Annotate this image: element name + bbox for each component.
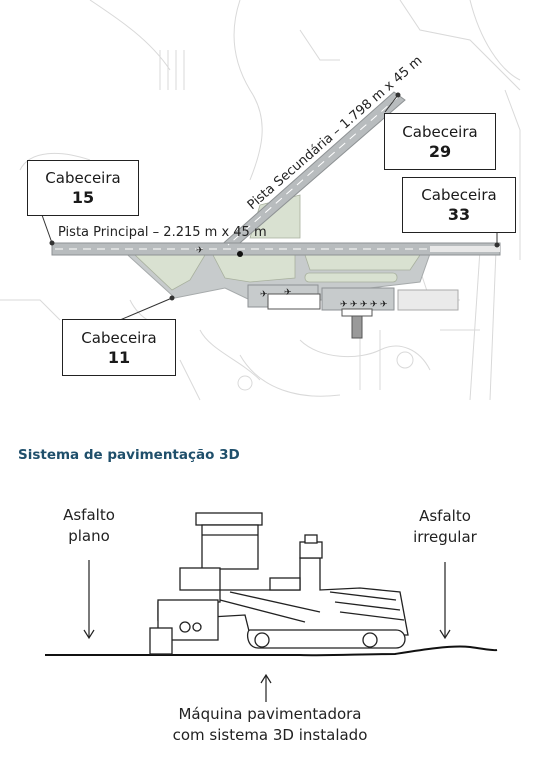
threshold-29-box: Cabeceira 29 bbox=[384, 113, 496, 170]
flat-asphalt-line2: plano bbox=[68, 527, 110, 545]
flat-asphalt-label: Asfalto plano bbox=[47, 505, 131, 547]
svg-text:✈: ✈ bbox=[340, 300, 348, 310]
threshold-11-box: Cabeceira 11 bbox=[62, 319, 176, 376]
svg-text:✈: ✈ bbox=[284, 288, 292, 298]
irregular-asphalt-line1: Asfalto bbox=[419, 507, 471, 525]
paver-caption-line2: com sistema 3D instalado bbox=[172, 726, 368, 744]
paving-machine bbox=[149, 512, 409, 655]
grass-areas bbox=[133, 194, 421, 291]
paver-diagram bbox=[45, 512, 498, 702]
leader-lines bbox=[41, 92, 500, 321]
threshold-15-number: 15 bbox=[71, 188, 95, 207]
threshold-11-number: 11 bbox=[107, 348, 131, 367]
flat-asphalt-line1: Asfalto bbox=[63, 506, 115, 524]
svg-text:✈: ✈ bbox=[350, 300, 358, 310]
threshold-15-box: Cabeceira 15 bbox=[27, 160, 139, 216]
threshold-33-number: 33 bbox=[447, 205, 471, 224]
paver-caption-line1: Máquina pavimentadora bbox=[178, 705, 362, 723]
threshold-29-title: Cabeceira bbox=[402, 123, 478, 141]
svg-text:✈: ✈ bbox=[260, 290, 268, 300]
irregular-asphalt-line2: irregular bbox=[413, 528, 477, 546]
threshold-11-title: Cabeceira bbox=[81, 329, 157, 347]
paver-caption: Máquina pavimentadora com sistema 3D ins… bbox=[130, 704, 410, 746]
svg-text:✈: ✈ bbox=[370, 300, 378, 310]
section-title: Sistema de pavimentação 3D bbox=[18, 447, 240, 463]
threshold-15-title: Cabeceira bbox=[45, 169, 121, 187]
background-lines bbox=[0, 0, 521, 401]
svg-text:✈: ✈ bbox=[196, 246, 204, 256]
svg-text:✈: ✈ bbox=[360, 300, 368, 310]
threshold-33-title: Cabeceira bbox=[421, 186, 497, 204]
down-arrows bbox=[83, 560, 451, 640]
up-arrow bbox=[260, 673, 272, 702]
svg-text:✈: ✈ bbox=[380, 300, 388, 310]
runway-main-label: Pista Principal – 2.215 m x 45 m bbox=[58, 225, 267, 240]
ground-line bbox=[45, 645, 498, 657]
terminal-apron bbox=[247, 284, 459, 339]
irregular-asphalt-label: Asfalto irregular bbox=[395, 506, 495, 548]
threshold-33-box: Cabeceira 33 bbox=[402, 177, 516, 233]
threshold-29-number: 29 bbox=[428, 142, 452, 161]
aircraft-icons: ✈ ✈ ✈ ✈✈✈ ✈✈ bbox=[196, 246, 388, 310]
